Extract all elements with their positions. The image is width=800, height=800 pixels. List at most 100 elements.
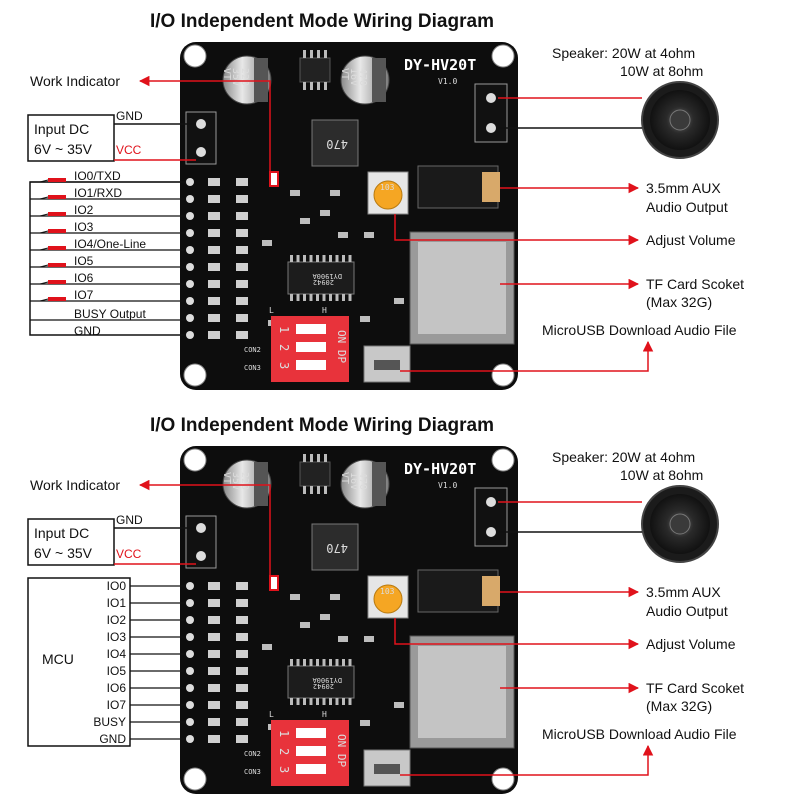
smd-resistor — [208, 599, 220, 607]
input-dc-label: Input DC — [34, 525, 89, 541]
capacitor-right-label: 470 — [357, 472, 368, 490]
dip-l-label: L — [269, 710, 274, 719]
smd-component — [330, 190, 340, 196]
mount-hole-icon — [491, 448, 515, 472]
dip-toggle — [296, 746, 326, 756]
chip-label: DY1900A — [312, 272, 342, 280]
capacitor-stripe — [372, 462, 386, 506]
capacitor-left-label: 35V — [230, 68, 241, 86]
mcu-pin-label: GND — [99, 732, 126, 746]
capacitor-stripe — [254, 462, 268, 506]
ic-pin — [310, 82, 313, 90]
capacitor-left-label: VT — [221, 68, 232, 80]
header-pin-icon — [186, 735, 194, 743]
smd-resistor — [236, 718, 248, 726]
chip-pin — [303, 294, 306, 301]
pot-label: 103 — [380, 183, 395, 192]
capacitor-right-label: 16V — [348, 68, 359, 86]
terminal-screw-icon — [486, 93, 496, 103]
header-pin-icon — [186, 718, 194, 726]
mcu-pin-label: IO2 — [107, 613, 127, 627]
dip-l-label: L — [269, 306, 274, 315]
ic-pin — [317, 50, 320, 58]
io-switch-icon — [48, 297, 66, 301]
capacitor-right-label: VT — [339, 68, 350, 80]
chip-pin — [342, 294, 345, 301]
tf-line1-label: TF Card Scoket — [646, 680, 744, 696]
usb-arrow — [400, 340, 654, 372]
io-switch-lever — [39, 230, 49, 234]
io-switch-icon — [48, 195, 66, 199]
smd-resistor — [236, 684, 248, 692]
inductor-label: 470 — [326, 541, 348, 555]
header-pin-icon — [186, 331, 194, 339]
micro-usb-slot — [374, 360, 400, 370]
dy1900a-chip-icon — [287, 665, 355, 699]
smd-resistor — [236, 246, 248, 254]
mcu-pin-label: IO5 — [107, 664, 127, 678]
mount-hole-icon — [491, 767, 515, 791]
vcc-label: VCC — [116, 547, 142, 561]
smd-resistor — [236, 263, 248, 271]
chip-pin — [322, 659, 326, 666]
busy-output-label: BUSY Output — [74, 307, 146, 321]
terminal-screw-icon — [486, 497, 496, 507]
volume-knob-icon — [373, 584, 403, 614]
io-switch-icon — [48, 263, 66, 267]
chip-pin — [335, 294, 339, 301]
top-ic — [299, 461, 331, 487]
smd-resistor — [208, 212, 220, 220]
smd-component — [338, 232, 348, 238]
ic-pin — [317, 486, 320, 494]
dip-on-label: ON DP — [335, 734, 348, 767]
smd-resistor — [208, 735, 220, 743]
speaker-terminal — [474, 83, 508, 143]
chip-pin — [290, 698, 293, 705]
chip-pin — [348, 698, 352, 705]
chip-pin — [303, 255, 306, 262]
chip-label: DY1900A — [312, 676, 342, 684]
smd-component — [320, 210, 330, 216]
capacitor-right-label: 16V — [348, 472, 359, 490]
mount-hole-icon — [183, 44, 207, 68]
con2-label: CON2 — [244, 346, 261, 354]
ic-pin — [324, 82, 327, 90]
smd-resistor — [208, 331, 220, 339]
work-indicator-arrow — [138, 479, 271, 578]
chip-pin — [296, 255, 300, 262]
ic-pin — [324, 486, 327, 494]
header-pin-icon — [186, 212, 194, 220]
chip-pin — [329, 659, 332, 666]
io-pin-label: IO3 — [74, 220, 94, 234]
adjust-volume-label: Adjust Volume — [646, 636, 736, 652]
header-pin-icon — [186, 684, 194, 692]
tf-line2-label: (Max 32G) — [646, 698, 712, 714]
smd-component — [394, 702, 404, 708]
tf-line2-label: (Max 32G) — [646, 294, 712, 310]
work-indicator-arrow — [138, 75, 271, 174]
smd-component — [300, 218, 310, 224]
io-switch-lever — [39, 264, 49, 268]
io-switch-lever — [39, 298, 49, 302]
chip-pin — [309, 255, 313, 262]
smd-component — [262, 240, 272, 246]
aux-jack-port — [482, 172, 500, 202]
ic-pin — [324, 50, 327, 58]
smd-resistor — [236, 616, 248, 624]
chip-pin — [303, 659, 306, 666]
inductor-icon — [311, 523, 359, 571]
pot-label: 103 — [380, 587, 395, 596]
smd-component — [364, 232, 374, 238]
input-dc-box — [27, 518, 115, 566]
smd-component — [290, 594, 300, 600]
smd-resistor — [208, 684, 220, 692]
header-pin-icon — [186, 667, 194, 675]
smd-resistor — [208, 195, 220, 203]
smd-component — [290, 190, 300, 196]
smd-resistor — [236, 701, 248, 709]
tf-line1-label: TF Card Scoket — [646, 276, 744, 292]
con2-label: CON2 — [244, 750, 261, 758]
